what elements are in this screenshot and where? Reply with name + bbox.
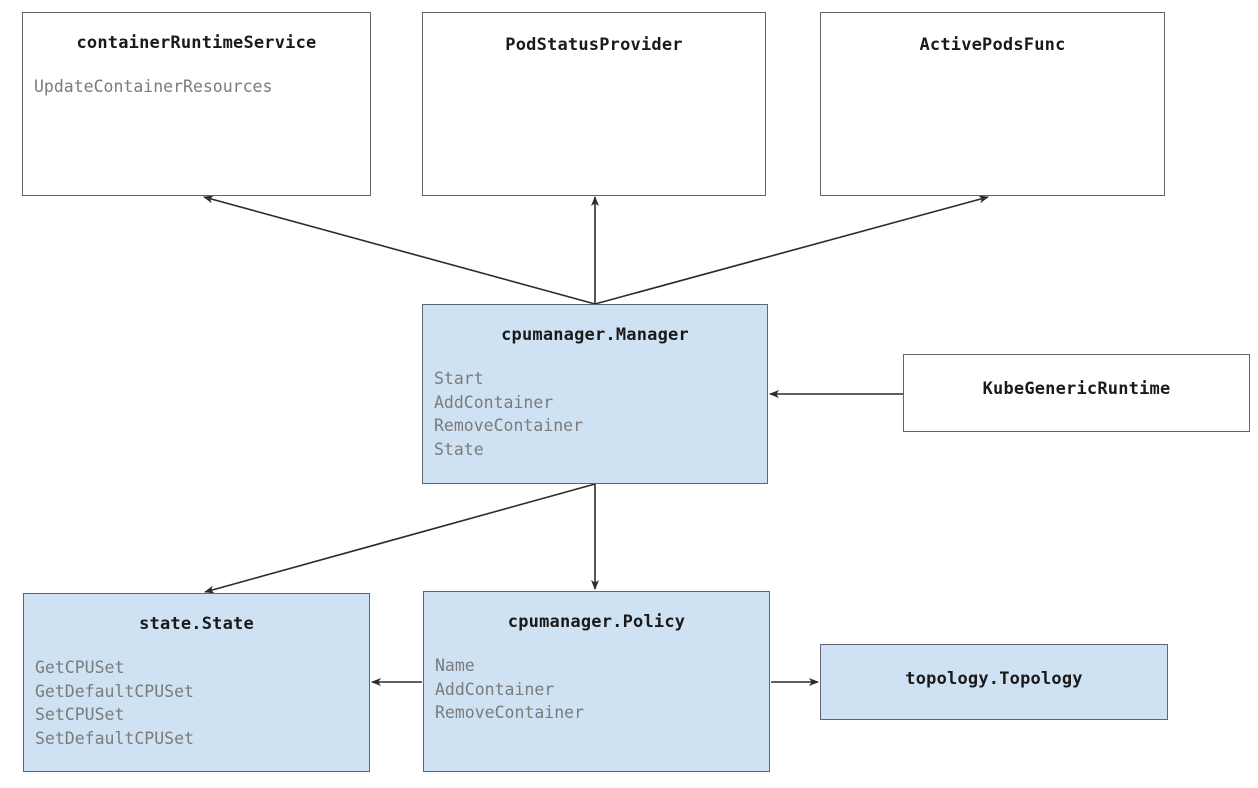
member-item: RemoveContainer <box>434 416 584 435</box>
node-title: containerRuntimeService <box>76 33 317 53</box>
member-item: GetCPUSet <box>35 658 125 677</box>
node-PodStatusProvider[interactable]: PodStatusProvider <box>422 12 766 196</box>
edge-cpumanagerManager-to-ActivePodsFunc <box>594 195 989 305</box>
node-KubeGenericRuntime[interactable]: KubeGenericRuntime <box>903 354 1250 432</box>
node-title: PodStatusProvider <box>505 35 683 55</box>
node-title: cpumanager.Manager <box>501 325 689 345</box>
member-item: UpdateContainerResources <box>34 77 273 96</box>
edge-cpumanagerManager-to-containerRuntimeService <box>203 195 596 305</box>
node-title: KubeGenericRuntime <box>982 379 1171 399</box>
node-title: topology.Topology <box>905 669 1083 689</box>
member-item: SetDefaultCPUSet <box>35 728 194 748</box>
node-title: ActivePodsFunc <box>919 35 1066 55</box>
member-item: RemoveContainer <box>435 703 585 722</box>
member-item: AddContainer <box>434 392 554 412</box>
node-ActivePodsFunc[interactable]: ActivePodsFunc <box>820 12 1165 196</box>
node-title: state.State <box>139 614 254 634</box>
member-item: GetDefaultCPUSet <box>35 681 194 701</box>
node-members: UpdateContainerResources <box>23 75 370 99</box>
member-item: SetCPUSet <box>35 705 125 724</box>
member-item: AddContainer <box>435 679 555 699</box>
edge-cpumanagerManager-to-stateState <box>204 483 596 594</box>
node-topologyTopology[interactable]: topology.Topology <box>820 644 1168 720</box>
member-item: State <box>434 439 484 459</box>
node-title: cpumanager.Policy <box>507 612 686 632</box>
member-item: Start <box>434 369 484 388</box>
member-item: Name <box>435 656 475 675</box>
